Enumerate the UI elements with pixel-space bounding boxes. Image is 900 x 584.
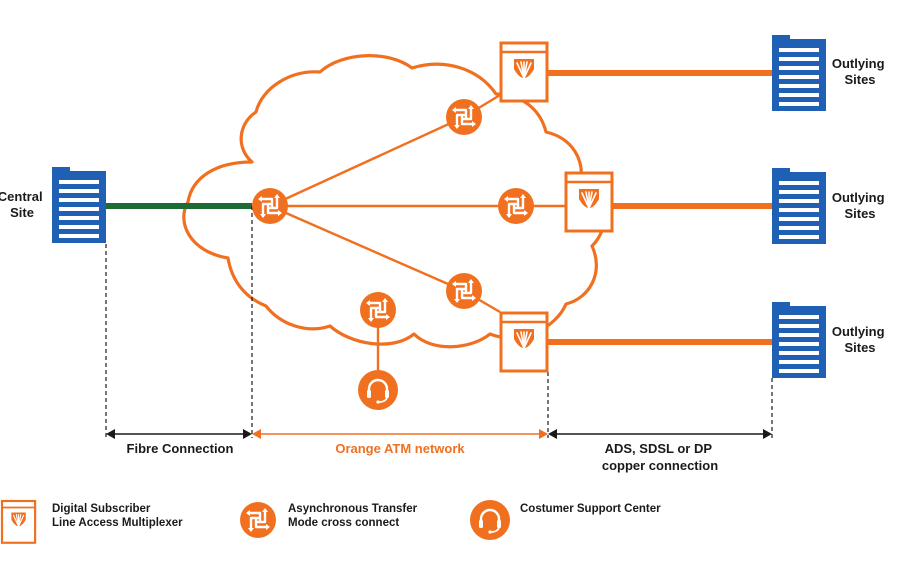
legend: Digital Subscriber Line Access Multiplex…: [0, 498, 661, 544]
legend-support-label: Costumer Support Center: [520, 503, 661, 515]
legend-support-icon: [468, 498, 512, 542]
fibre-dimension-arrow: [106, 429, 252, 439]
outlying-site-1-label: Outlying Sites: [832, 56, 888, 87]
outlying-site-3-building-icon: [772, 302, 826, 378]
legend-atm-icon: [238, 500, 278, 540]
atm-node-1-icon: [444, 97, 484, 137]
legend-atm-label: Asynchronous Transfer Mode cross connect: [288, 503, 420, 529]
dimension-guides: [105, 206, 773, 438]
legend-dslam-icon: [0, 499, 37, 544]
dslam-2-icon: [564, 171, 614, 233]
copper-connection-label: ADS, SDSL or DP copper connection: [602, 441, 718, 473]
copper-links: [548, 70, 772, 345]
fibre-connection-label: Fibre Connection: [127, 441, 234, 456]
outlying-site-1-building-icon: [772, 35, 826, 111]
copper-dimension-arrow: [548, 429, 772, 439]
atm-network-cloud: [182, 54, 606, 349]
support-center-headset-icon: [356, 368, 400, 412]
atm-node-3-icon: [444, 271, 484, 311]
central-site-building-icon: [52, 167, 106, 243]
dslam-1-icon: [499, 41, 549, 103]
atm-node-central-icon: [250, 186, 290, 226]
atm-node-support-icon: [358, 290, 398, 330]
atm-node-2-icon: [496, 186, 536, 226]
atm-dimension-arrow: [252, 429, 548, 439]
central-site-label: Central Site: [0, 189, 46, 220]
outlying-site-2-building-icon: [772, 168, 826, 244]
legend-dslam-label: Digital Subscriber Line Access Multiplex…: [52, 503, 183, 529]
outlying-site-3-label: Outlying Sites: [832, 324, 888, 355]
dslam-3-icon: [499, 311, 549, 373]
outlying-site-2-label: Outlying Sites: [832, 190, 888, 221]
atm-network-label: Orange ATM network: [335, 441, 465, 456]
